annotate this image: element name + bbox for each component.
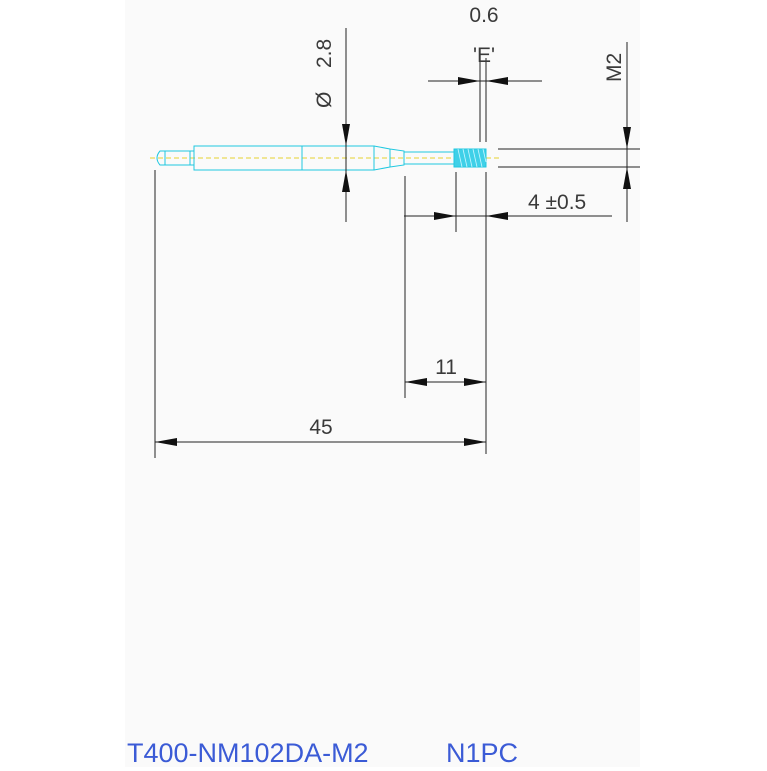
tip-length: 11 (435, 356, 457, 379)
overall-length-dimension: 45 (154, 170, 486, 458)
diameter-value: 2.8 (313, 39, 336, 68)
thread-length-arrow-left (434, 212, 456, 220)
gap-arrow-left (458, 77, 480, 85)
thread-length-dimension: 4 ±0.5 (404, 172, 612, 454)
gap-dimension: 0.6 'E' (428, 4, 542, 142)
diameter-arrow-top (342, 124, 350, 146)
overall-length: 45 (309, 416, 332, 439)
diameter-symbol: Ø (313, 92, 336, 108)
section-label: 'E' (473, 44, 495, 67)
thread-length-arrow-right (486, 212, 508, 220)
thread-arrow-bottom (623, 167, 631, 189)
overall-length-arrow-right (464, 438, 486, 446)
part-suffix: N1PC (446, 738, 518, 767)
gap-arrow-right (486, 77, 508, 85)
thread-size-dimension: M2 (498, 42, 640, 222)
tip-length-arrow-left (405, 378, 427, 386)
thread-length: 4 ±0.5 (528, 191, 586, 214)
title-block: T400-NM102DA-M2 N1PC (127, 738, 518, 768)
thread-size: M2 (603, 53, 626, 82)
diameter-dimension: Ø 2.8 (313, 28, 350, 222)
probe-tail (156, 150, 191, 166)
drawing-sheet (125, 0, 640, 767)
diameter-arrow-bottom (342, 170, 350, 192)
probe-barrel (193, 145, 375, 171)
part-number: T400-NM102DA-M2 (127, 738, 369, 767)
overall-length-arrow-left (155, 438, 177, 446)
tip-length-dimension: 11 (404, 176, 486, 398)
gap-value: 0.6 (469, 4, 498, 27)
thread-arrow-top (623, 127, 631, 149)
probe-part (150, 145, 500, 171)
tip-length-arrow-right (464, 378, 486, 386)
